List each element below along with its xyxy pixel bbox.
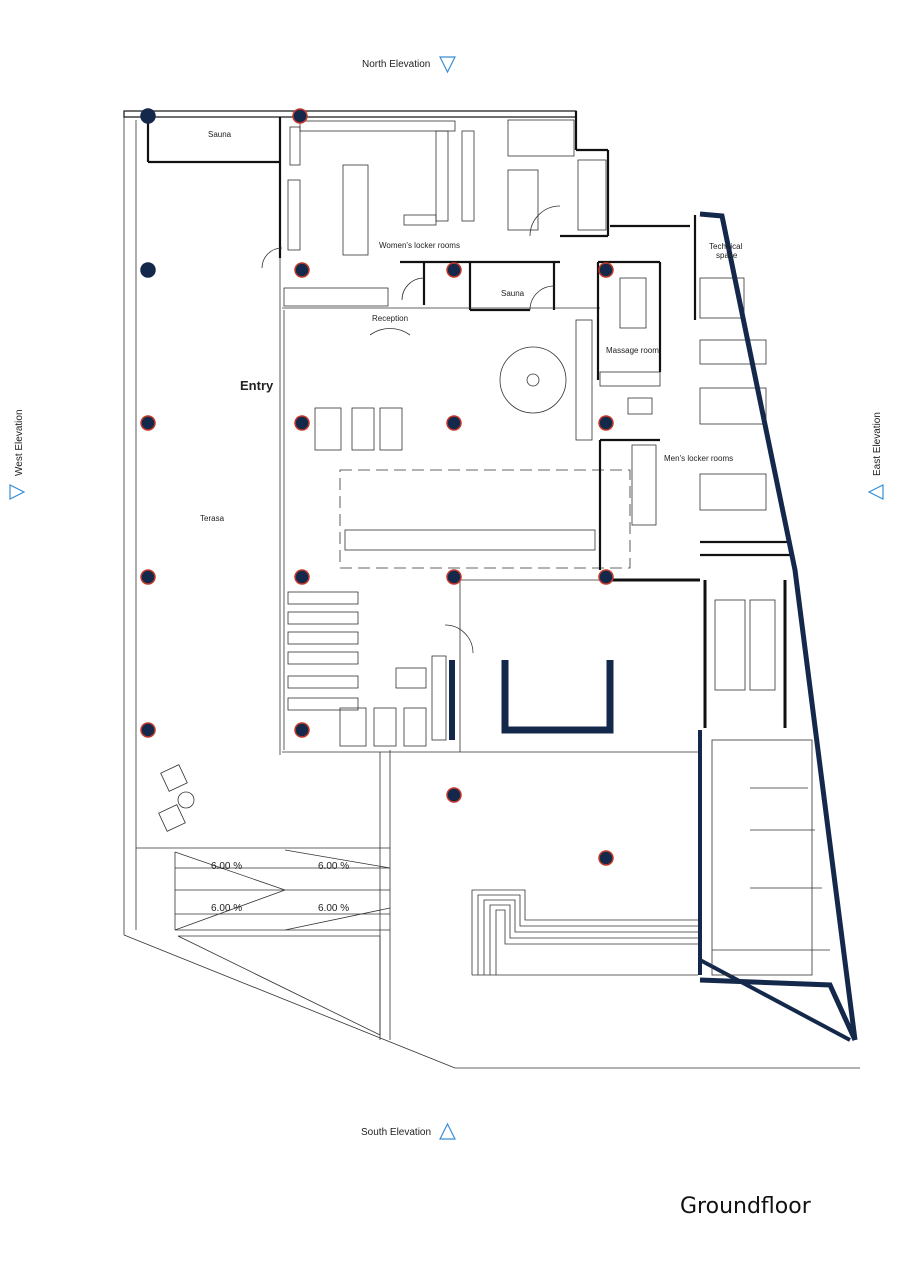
north-elevation-marker [439, 56, 456, 74]
column [598, 850, 614, 866]
terrace-outline [123, 113, 860, 1069]
column [294, 415, 310, 431]
west-elevation-marker [9, 484, 26, 500]
column [294, 262, 310, 278]
room-label-terasa: Terasa [200, 514, 225, 523]
room-label-sauna-mid: Sauna [501, 289, 525, 298]
columns [140, 108, 614, 866]
slope-label: 6.00 % [318, 903, 349, 914]
west-elevation-label: West Elevation [14, 409, 25, 476]
south-elevation-marker [439, 1122, 456, 1140]
east-elevation-label: East Elevation [872, 412, 883, 476]
womens-locker-area [261, 111, 610, 312]
north-elevation-label: North Elevation [362, 59, 430, 70]
column [446, 569, 462, 585]
east-elevation-marker [867, 484, 884, 500]
column [598, 569, 614, 585]
column [446, 262, 462, 278]
column [446, 787, 462, 803]
room-label-mens-locker: Men's locker rooms [664, 454, 733, 463]
column [294, 569, 310, 585]
room-label-technical-line1: Technical [709, 242, 743, 251]
south-elevation-label: South Elevation [361, 1127, 431, 1138]
room-label-entry: Entry [240, 378, 274, 393]
slope-label: 6.00 % [211, 861, 242, 872]
gym-hall [279, 258, 700, 755]
room-label-reception: Reception [372, 314, 408, 323]
column [140, 108, 156, 124]
column [446, 415, 462, 431]
terrace-furniture [158, 764, 195, 832]
column [598, 415, 614, 431]
slope-label: 6.00 % [318, 861, 349, 872]
east-navy-wall [698, 211, 858, 1042]
pool-structure [449, 660, 614, 740]
room-label-womens-locker: Women's locker rooms [379, 241, 460, 250]
column [294, 722, 310, 738]
ramps [174, 849, 391, 1036]
column [140, 722, 156, 738]
stairwell-and-toilets [711, 599, 830, 976]
plan-title: Groundfloor [680, 1194, 812, 1219]
east-rooms [596, 215, 790, 570]
column [140, 569, 156, 585]
room-label-technical-line2: space [716, 251, 738, 260]
room-label-sauna-top: Sauna [208, 130, 232, 139]
column [140, 262, 156, 278]
column [292, 108, 308, 124]
room-label-massage: Massage room [606, 346, 659, 355]
column [598, 262, 614, 278]
slope-label: 6.00 % [211, 903, 242, 914]
column [140, 415, 156, 431]
steps [471, 889, 698, 976]
